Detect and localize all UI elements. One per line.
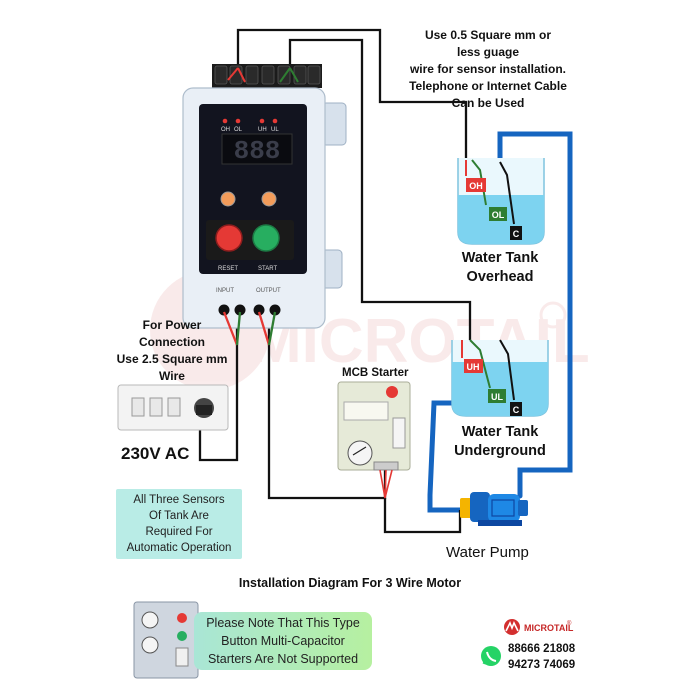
sensors-note-line: Required For	[145, 526, 213, 538]
whatsapp-icon	[481, 646, 501, 666]
sensor-oc-label: C	[513, 229, 520, 239]
svg-text:Connection: Connection	[139, 335, 205, 349]
water-pump-label: Water Pump	[446, 544, 529, 561]
unsupported-note-line: Starters Are Not Supported	[207, 652, 359, 666]
sensors-note-line: Automatic Operation	[126, 542, 232, 554]
unsupported-note-line: Button Multi-Capacitor	[221, 634, 345, 648]
sensor-ol-label: OL	[492, 210, 505, 220]
indicator-uh: UH	[258, 127, 267, 133]
tank-underground-label-line1: Water Tank	[462, 424, 539, 440]
unsupported-note-line: Please Note That This Type	[206, 616, 360, 630]
start-button	[252, 224, 280, 252]
water-pipes	[427, 131, 573, 513]
brand-name: MICROTAIL	[524, 623, 574, 633]
svg-text:Wire: Wire	[159, 369, 185, 383]
sensors-required-note: All Three Sensors Of Tank Are Required F…	[116, 489, 242, 559]
multi-capacitor-starter	[133, 601, 199, 679]
sensor-oh-label: OH	[469, 181, 483, 191]
power-wire-note: For Power Connection Use 2.5 Square mm W…	[117, 318, 228, 383]
svg-text:For Power: For Power	[143, 318, 202, 332]
svg-text:less guage: less guage	[457, 45, 519, 59]
phone-1: 88666 21808	[508, 643, 576, 655]
sensor-uc-label: C	[513, 405, 520, 415]
voltage-label: 230V AC	[121, 444, 189, 463]
microtail-logo-icon	[504, 619, 520, 635]
indicator-ul: UL	[271, 127, 279, 133]
power-leads	[222, 311, 277, 346]
tank-underground-label-line2: Underground	[454, 443, 546, 459]
sensors-note-line: All Three Sensors	[133, 494, 225, 506]
svg-text:Telephone or Internet Cable: Telephone or Internet Cable	[409, 79, 567, 93]
svg-text:Use 2.5 Square mm: Use 2.5 Square mm	[117, 352, 228, 366]
mcb-starter	[337, 381, 411, 499]
brand-registered: ®	[567, 620, 572, 627]
start-label: START	[258, 266, 277, 272]
sensors-note-line: Of Tank Are	[149, 510, 209, 522]
switch-board	[117, 384, 229, 431]
tank-overhead-label-line2: Overhead	[467, 269, 534, 285]
svg-text:Can be Used: Can be Used	[452, 96, 525, 110]
sensor-wire-note: Use 0.5 Square mm or less guage wire for…	[409, 28, 567, 110]
underground-tank: UH UL C	[451, 339, 549, 417]
pump-icon	[460, 492, 528, 526]
svg-text:Use 0.5 Square mm or: Use 0.5 Square mm or	[425, 28, 551, 42]
overhead-tank: OH OL C	[457, 158, 545, 245]
reset-label: RESET	[218, 266, 238, 272]
diagram-title: Installation Diagram For 3 Wire Motor	[239, 576, 461, 590]
phone-2: 94273 74069	[508, 659, 575, 671]
mcb-starter-label: MCB Starter	[342, 367, 409, 379]
indicator-ol: OL	[234, 127, 243, 133]
sensor-uh-label: UH	[467, 362, 480, 372]
seven-segment-display: 888	[234, 136, 281, 166]
level-controller: OH OL UH UL 888 RESET START INPUT OUTPUT	[182, 64, 347, 329]
unsupported-starter-note: Please Note That This Type Button Multi-…	[194, 612, 372, 670]
tank-overhead-label-line1: Water Tank	[462, 250, 539, 266]
indicator-oh: OH	[221, 127, 230, 133]
sensor-ul-label: UL	[491, 392, 503, 402]
terminals-input-label: INPUT	[216, 288, 234, 294]
svg-text:wire for sensor installation.: wire for sensor installation.	[409, 62, 566, 76]
terminals-output-label: OUTPUT	[256, 288, 281, 294]
reset-button	[215, 224, 243, 252]
